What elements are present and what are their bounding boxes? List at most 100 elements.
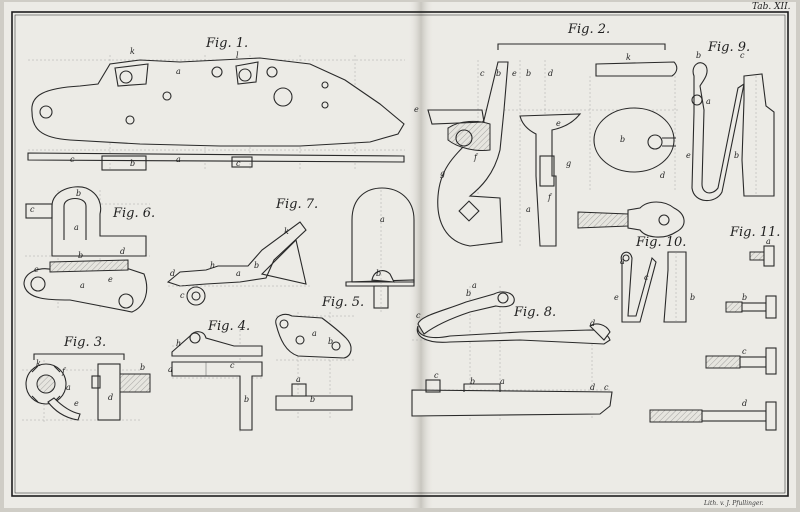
fig7-hook [371,270,395,283]
fig3-letter-f: f [61,367,67,376]
fig1-edge-bar [27,152,405,163]
figure-1-lock-plate: Fig. 1. k a l e b c a c [27,36,419,171]
fig4-letter-c: c [230,361,235,370]
fig4-letter-b: b [244,395,249,404]
fig7-letter-a2: a [380,215,385,224]
fig3-bracket [33,353,125,360]
fig2-letter-a: a [526,205,531,214]
fig8-letter-b: b [466,289,471,298]
fig1-tumbler-slot [114,63,149,87]
fig8-bar-tab [425,379,441,393]
fig2-letter-g: g [440,169,445,178]
fig11-screw-b-thread [725,301,743,313]
fig11-screw-a-head [763,245,775,267]
fig7-letter-a: a [236,269,241,278]
fig8-bar [411,389,613,417]
fig11-screw-c [705,347,777,375]
fig2-bracket [497,43,666,50]
fig11-screw-d-head [765,401,777,431]
fig1-plate-outline [31,57,405,147]
fig3-letter-a: a [66,383,71,392]
fig2-letter-f2: f [547,193,553,202]
fig8-letter-a: a [472,281,477,290]
fig3-side-axle [119,373,151,393]
fig1-letter-b: b [130,159,135,168]
fig9-spring-side [741,73,775,197]
fig5-letter-b: b [328,337,333,346]
fig8-label: Fig. 8. [513,305,556,320]
fig10-letter-b: b [690,293,695,302]
fig3-letter-k: k [36,359,41,368]
fig7-letter-d: d [170,269,175,278]
fig8-letter-c3: c [604,383,609,392]
fig6-letter-c: c [30,205,35,214]
fig2-screw-hole [658,214,670,226]
fig11-letter-c: c [742,347,747,356]
fig11-letter-a: a [766,237,771,246]
fig6-letter-d: d [120,247,125,256]
fig1-hole-1 [39,105,53,119]
fig8-spring-upper [417,291,515,335]
fig1-letter-e: e [414,105,419,114]
fig11-screw-c-head [765,347,777,375]
fig4-spring-leg [171,361,263,431]
fig11-screw-d [649,401,777,431]
fig2-letter-c: c [480,69,485,78]
fig2-letter-d: d [548,69,553,78]
fig2-letter-b2: b [526,69,531,78]
figure-7-sear: Fig. 7. k d a b c h a b [166,187,415,312]
fig4-label: Fig. 4. [207,319,250,334]
fig10-letter-e: e [614,293,619,302]
fig2-frizzen-block [595,61,678,77]
fig3-tumbler-notches [31,365,61,403]
fig11-screw-b-shank [741,302,767,312]
fig2-screw-head [627,201,685,238]
fig2-square-hole [458,200,480,222]
fig5-hole-2 [295,335,305,345]
fig8-letter-d: d [590,319,595,328]
fig11-letter-d: d [742,399,747,408]
fig4-spring-hole [189,332,201,344]
fig7-pivot [186,286,206,306]
fig3-label: Fig. 3. [63,335,106,350]
fig1-hole-6 [273,87,293,107]
fig6-lower-body [23,265,148,313]
fig6-label: Fig. 6. [112,206,155,221]
fig7-letter-c: c [180,291,185,300]
fig3-tumbler-arm [47,397,81,421]
fig10-letter-a: a [620,257,625,266]
fig10-spring-eye [622,254,630,262]
fig9-spring-eye [691,94,703,106]
fig2-hammer-profile [437,61,509,247]
fig5-bar-tab [291,383,307,397]
fig6-letter-b2: b [78,251,83,260]
fig11-screw-d-thread [649,409,703,423]
fig3-tumbler-inner [36,374,56,394]
fig1-tab-1 [101,155,147,171]
fig10-side [663,251,687,323]
fig6-top-tab [25,203,53,219]
fig3-letter-d: d [108,393,113,402]
fig2-label: Fig. 2. [567,22,610,37]
fig8-letter-d2: d [590,383,595,392]
fig2-frizzen-slot [662,137,676,147]
fig10-label: Fig. 10. [635,235,686,250]
fig7-letter-b2: b [376,269,381,278]
plate-number: Tab. XII. [752,2,791,12]
fig6-lower-hole-2 [118,293,134,309]
fig3-side-collar [91,375,101,389]
fig1-hole-8 [125,115,135,125]
fig2-screw-threads [577,211,629,229]
fig2-letter-e: e [512,69,517,78]
fig2-letter-b: b [496,69,501,78]
fig3-side-block [97,363,121,421]
fig2-letter-f: f [473,153,479,162]
fig2-letter-e2: e [556,119,561,128]
fig8-letter-c2: c [434,371,439,380]
fig2-letter-g2: g [566,159,571,168]
fig4-letter-h: h [176,339,181,348]
fig8-letter-b2: b [470,377,475,386]
fig11-screw-c-thread [705,355,741,369]
fig10-letter-c: c [644,273,649,282]
figure-9-spring: Fig. 9. b c a e b [686,40,775,202]
